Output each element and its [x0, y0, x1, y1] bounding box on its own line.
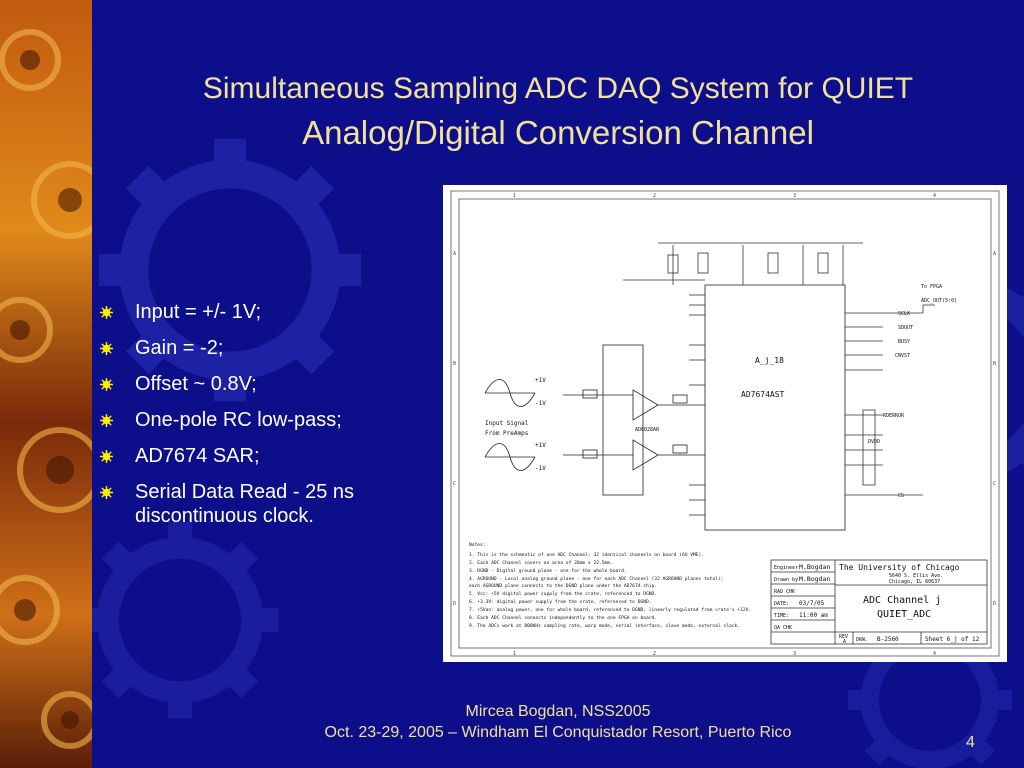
note-line: each AGROUND plane connects to the DGND …: [469, 583, 657, 589]
chip-ref: A_j_18: [755, 356, 784, 365]
rad-chk-label: RAD CHK: [774, 589, 795, 595]
bullet-item: Serial Data Read - 25 ns discontinuous c…: [100, 480, 440, 528]
opamp-2: [632, 439, 659, 471]
opamp-1: [632, 389, 659, 421]
input-minus-label: -1V: [535, 400, 546, 407]
row-letter: A: [993, 251, 996, 257]
row-letter: B: [453, 361, 456, 367]
input-signal-label: From PreAmps: [485, 430, 529, 437]
adc-out-label: ADC_OUT(5:0): [921, 298, 957, 304]
university-name: The University of Chicago: [839, 563, 960, 572]
bullet-item: Gain = -2;: [100, 336, 440, 360]
sun-bullet-icon: [100, 342, 113, 355]
bullet-text: AD7674 SAR;: [135, 445, 260, 467]
engineer-value: M.Bogdan: [799, 563, 830, 571]
signal-label: RDERROR: [883, 413, 905, 419]
input-plus-label: +1V: [535, 377, 546, 384]
input-signal-label: Input Signal: [485, 420, 529, 427]
rev-value: A: [843, 639, 846, 645]
col-number: 2: [653, 193, 656, 199]
note-line: 8. Each ADC Channel connects independent…: [469, 615, 657, 621]
col-number: 4: [933, 651, 936, 657]
signal-label: BUSY: [898, 339, 910, 345]
bullet-text: Serial Data Read - 25 ns discontinuous c…: [135, 481, 355, 527]
footer-conference: Oct. 23-29, 2005 – Windham El Conquistad…: [324, 724, 792, 741]
signal-label: SCLK: [898, 311, 910, 317]
drw-label: DRW.: [856, 637, 868, 643]
row-letter: C: [993, 481, 996, 487]
drawing-subtitle: QUIET_ADC: [877, 609, 931, 620]
bullet-item: One-pole RC low-pass;: [100, 408, 440, 432]
row-letter: B: [993, 361, 996, 367]
slide-title: Simultaneous Sampling ADC DAQ System for…: [202, 72, 914, 105]
time-value: 11:00 am: [799, 612, 828, 619]
sun-bullet-icon: [100, 306, 113, 319]
date-label: DATE:: [774, 601, 789, 607]
sun-bullet-icon: [100, 450, 113, 463]
address-line: 5640 S. Ellis Ave.: [889, 573, 943, 579]
signal-label: CS: [898, 493, 904, 499]
note-line: 6. +3.3V: digital power supply from the …: [469, 599, 652, 605]
bullet-text: Input = +/- 1V;: [135, 301, 262, 323]
col-number: 2: [653, 651, 656, 657]
note-line: 3. DGND - Digital ground plane - one for…: [469, 568, 627, 574]
drawn-value: M.Bogdan: [799, 575, 830, 583]
note-line: 5. Vcc: +5V digital power supply from th…: [469, 591, 657, 597]
slide-subtitle: Analog/Digital Conversion Channel: [302, 114, 814, 151]
adc-chip: [704, 284, 846, 531]
note-line: 2. Each ADC Channel covers an area of 26…: [469, 560, 613, 566]
schematic-image: 1 2 3 4 1 2 3 4 A B C D A B C D A_j_18 A…: [443, 185, 1007, 662]
date-value: 03/7/05: [799, 600, 825, 607]
sun-bullet-icon: [100, 378, 113, 391]
bullet-text: Gain = -2;: [135, 337, 224, 359]
page-number: 4: [966, 734, 975, 751]
sun-bullet-icon: [100, 414, 113, 427]
col-number: 1: [513, 193, 516, 199]
bullet-text: One-pole RC low-pass;: [135, 409, 342, 431]
to-fpga-label: To FPGA: [921, 284, 942, 290]
note-line: 7. +5Van: analog power, one for whole bo…: [469, 607, 751, 613]
drawn-label: Drawn by: [774, 577, 798, 583]
row-letter: C: [453, 481, 456, 487]
signal-label: SDOUT: [898, 325, 913, 331]
col-number: 4: [933, 193, 936, 199]
drw-value: B-2560: [877, 636, 899, 643]
drawing-title: ADC Channel j: [863, 595, 941, 606]
note-line: 9. The ADCs work at 800KHz sampling rate…: [469, 623, 740, 629]
row-letter: A: [453, 251, 456, 257]
chip-label: AD7674AST: [741, 390, 785, 399]
col-number: 3: [793, 193, 796, 199]
left-decorative-strip: [0, 0, 92, 768]
col-number: 3: [793, 651, 796, 657]
bullet-list: Input = +/- 1V; Gain = -2; Offset ~ 0.8V…: [100, 300, 440, 540]
footer-author: Mircea Bogdan, NSS2005: [465, 703, 651, 720]
note-line: 1. This is the schematic of one ADC Chan…: [469, 552, 704, 558]
sheet-value: Sheet 6_j of 12: [925, 636, 980, 643]
row-letter: D: [993, 601, 996, 607]
input-minus-label: -1V: [535, 465, 546, 472]
note-line: 4. AGROUND - Local analog ground plane -…: [469, 576, 723, 582]
bullet-item: Offset ~ 0.8V;: [100, 372, 440, 396]
bullet-item: AD7674 SAR;: [100, 444, 440, 468]
rev-label: REV: [839, 634, 848, 640]
sun-bullet-icon: [100, 486, 113, 499]
signal-label: DVDD: [868, 439, 880, 445]
address-line: Chicago, IL 60637: [889, 579, 940, 585]
col-number: 1: [513, 651, 516, 657]
opamp-label: AD8028AR: [635, 427, 660, 433]
signal-label: CNVST: [895, 353, 910, 359]
row-letter: D: [453, 601, 456, 607]
bullet-item: Input = +/- 1V;: [100, 300, 440, 324]
input-plus-label: +1V: [535, 442, 546, 449]
qa-chk-label: QA CHK: [774, 625, 792, 631]
bullet-text: Offset ~ 0.8V;: [135, 373, 257, 395]
time-label: TIME:: [774, 613, 789, 619]
notes-title: Notes:: [469, 542, 486, 548]
engineer-label: Engineer: [774, 565, 798, 571]
